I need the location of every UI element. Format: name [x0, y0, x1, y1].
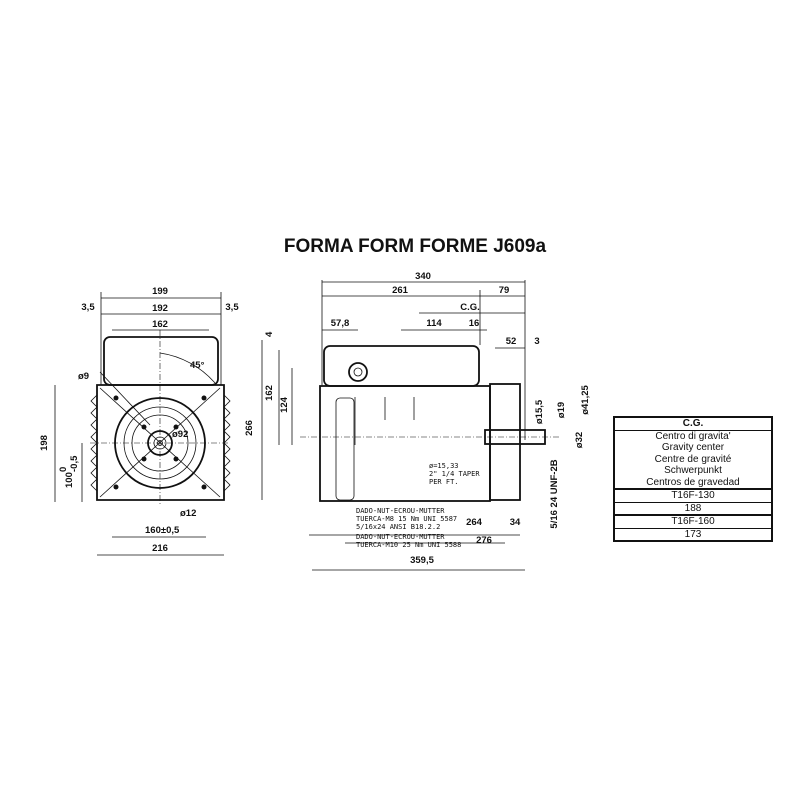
dim-124: 124	[279, 396, 290, 413]
thread-spec: 5/16 24 UNF-2B	[549, 459, 560, 528]
dim-dia-41-25: ø41,25	[580, 384, 591, 414]
cg-label: C.G.	[460, 302, 480, 313]
dim-3: 3	[534, 336, 539, 347]
cg-value: 188	[613, 501, 773, 516]
cg-model: T16F-160	[613, 514, 773, 529]
terminal-box-side	[323, 345, 480, 387]
cg-label-de: Schwerpunkt	[664, 465, 722, 476]
dim-199: 199	[152, 286, 168, 297]
dim-16: 16	[469, 318, 480, 329]
nut-note-line: TUERCA-M10 25 Nm UNI 5588	[356, 541, 461, 549]
nut-note-line: TUERCA-M8 15 Nm UNI 5587	[356, 515, 457, 523]
dim-162-height: 162	[264, 385, 275, 401]
nut-note-1: DADO-NUT-ECROU-MUTTER TUERCA-M8 15 Nm UN…	[356, 507, 457, 531]
cg-label-it: Centro di gravita'	[655, 430, 731, 442]
tol-lower: -0,5	[69, 455, 80, 472]
taper-note: ø=15,33 2" 1/4 TAPER PER FT.	[429, 462, 480, 486]
nut-note-2: DADO-NUT-ECROU-MUTTER TUERCA-M10 25 Nm U…	[356, 533, 461, 549]
generator-body-front	[96, 384, 225, 501]
nut-note-line: DADO-NUT-ECROU-MUTTER	[356, 507, 445, 515]
dim-dia-32: ø32	[574, 432, 585, 448]
nut-note-line: DADO-NUT-ECROU-MUTTER	[356, 533, 445, 541]
cg-label-es: Centros de gravedad	[646, 476, 740, 488]
dim-52: 52	[506, 336, 517, 347]
dim-359-5: 359,5	[410, 555, 434, 566]
taper-note-line: PER FT.	[429, 478, 459, 486]
cg-value: 173	[613, 527, 773, 542]
dim-216: 216	[152, 543, 168, 554]
foot-hole-dia-12: ø12	[180, 508, 196, 519]
dim-57-8: 57,8	[331, 318, 350, 329]
fan-cover	[489, 383, 521, 501]
cg-table: C.G. Centro di gravita' Gravity center C…	[613, 416, 773, 542]
dim-266: 266	[244, 420, 255, 436]
side-view: 340 261 79 C.G. 57,8 114 16 52 3 4 162 1…	[244, 271, 591, 571]
dim-264: 264	[466, 517, 483, 528]
tol-upper: 0	[58, 467, 69, 472]
dim-4: 4	[264, 331, 275, 337]
cg-label-en: Gravity center	[661, 442, 725, 453]
dim-340: 340	[415, 271, 431, 282]
circle-dia-92: ø92	[172, 429, 188, 440]
dim-79: 79	[499, 285, 510, 296]
dim-276: 276	[476, 535, 492, 546]
angle-45: 45°	[190, 360, 205, 371]
dim-3-5-left: 3,5	[81, 302, 95, 313]
dim-192: 192	[152, 303, 168, 314]
dim-100: 100	[64, 472, 75, 488]
dim-3-5-right: 3,5	[225, 302, 239, 313]
cg-model: T16F-130	[613, 488, 773, 503]
dim-114: 114	[426, 318, 442, 329]
cg-table-labels: Centro di gravita' Gravity center Centre…	[613, 429, 773, 490]
dim-261: 261	[392, 285, 409, 296]
drawing-title: FORMA FORM FORME J609a	[283, 236, 547, 257]
front-view: 199 192 162 3,5 3,5 45° ø9 ø92 198 100 0…	[39, 286, 239, 556]
taper-note-line: 2" 1/4 TAPER	[429, 470, 480, 478]
cg-table-header: C.G.	[613, 416, 773, 431]
dim-dia-19: ø19	[556, 402, 567, 418]
generator-body-side	[319, 385, 491, 502]
nut-note-line: 5/16x24 ANSI B18.2.2	[356, 523, 440, 531]
taper-note-line: ø=15,33	[429, 462, 459, 470]
dim-198: 198	[39, 435, 50, 451]
dim-162: 162	[152, 319, 168, 330]
dim-dia-15-5: ø15,5	[534, 399, 545, 424]
dim-34: 34	[510, 517, 521, 528]
dim-160: 160±0,5	[145, 525, 180, 536]
cg-label-fr: Centre de gravité	[654, 453, 732, 465]
hole-dia-9: ø9	[78, 371, 89, 382]
